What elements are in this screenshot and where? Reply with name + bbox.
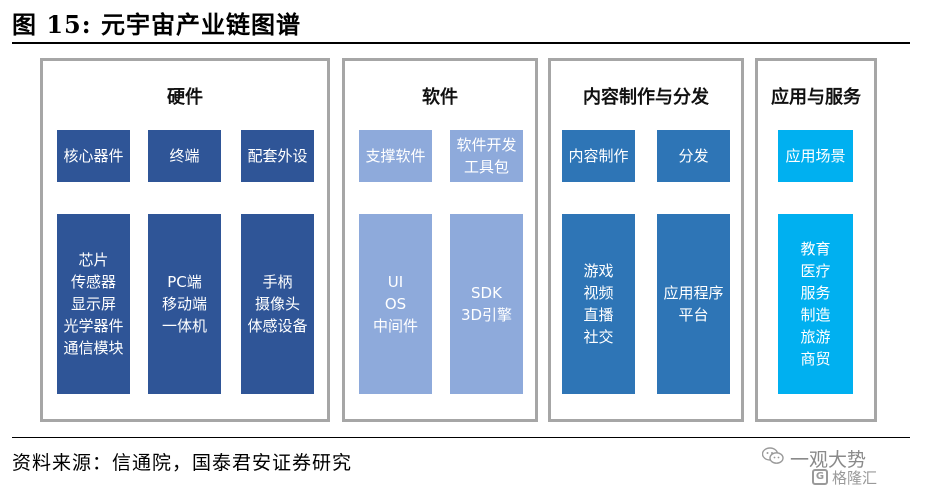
detail-content-production: 游戏 视频 直播 社交 [562, 214, 635, 394]
detail-dev-toolkit: SDK 3D引擎 [450, 214, 523, 394]
panel-title-services: 应用与服务 [771, 87, 861, 108]
panel-title-hardware: 硬件 [167, 87, 203, 108]
gelonghui-logo-icon: G [812, 469, 828, 485]
category-peripherals: 配套外设 [241, 130, 314, 182]
panel-hardware: 硬件 核心器件 终端 配套外设 芯片 传感器 显示屏 光学器件 通信模块 PC端… [40, 58, 330, 422]
panel-content: 内容制作与分发 内容制作 分发 游戏 视频 直播 社交 应用程序 平台 [548, 58, 744, 422]
wechat-icon [762, 447, 784, 464]
bottom-rule [12, 437, 910, 438]
panel-software: 软件 支撑软件 软件开发 工具包 UI OS 中间件 SDK 3D引擎 [342, 58, 538, 422]
panel-title-software: 软件 [422, 87, 458, 108]
top-rule [12, 42, 910, 44]
figure-title: 图 15: 元宇宙产业链图谱 [12, 10, 301, 39]
category-support-software: 支撑软件 [359, 130, 432, 182]
watermark-brand: 格隆汇 [832, 469, 878, 487]
watermark: 一观大势 G 格隆汇 [758, 445, 918, 489]
source-note: 资料来源：信通院，国泰君安证券研究 [12, 452, 353, 474]
category-distribution: 分发 [657, 130, 730, 182]
detail-distribution: 应用程序 平台 [657, 214, 730, 394]
category-core-components: 核心器件 [57, 130, 130, 182]
panel-title-content: 内容制作与分发 [583, 87, 709, 108]
category-dev-toolkit: 软件开发 工具包 [450, 130, 523, 182]
category-application-scenarios: 应用场景 [778, 130, 853, 182]
panel-services: 应用与服务 应用场景 教育 医疗 服务 制造 旅游 商贸 [755, 58, 877, 422]
watermark-account: 一观大势 [790, 449, 867, 471]
detail-support-software: UI OS 中间件 [359, 214, 432, 394]
detail-core-components: 芯片 传感器 显示屏 光学器件 通信模块 [57, 214, 130, 394]
category-content-production: 内容制作 [562, 130, 635, 182]
detail-peripherals: 手柄 摄像头 体感设备 [241, 214, 314, 394]
detail-terminal: PC端 移动端 一体机 [148, 214, 221, 394]
category-terminal: 终端 [148, 130, 221, 182]
detail-application-scenarios: 教育 医疗 服务 制造 旅游 商贸 [778, 214, 853, 394]
